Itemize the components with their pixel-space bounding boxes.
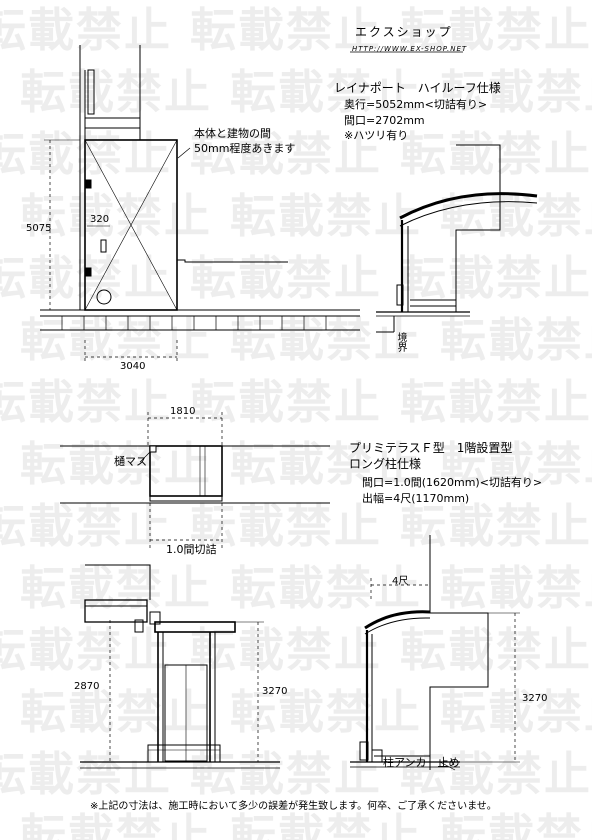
dim-3270-front: 3270 [262, 686, 288, 697]
carport-depth: 奥行=5052mm<切詰有り> [344, 98, 488, 111]
boundary-label: 境界 [395, 332, 406, 352]
cut-label: 1.0間切詰 [166, 543, 217, 556]
gutter-label: 樋マス [114, 455, 147, 468]
terrace-side-elevation [350, 535, 520, 770]
terrace-title-1: プリミテラスＦ型 1階設置型 [349, 441, 513, 455]
carport-side-view [376, 144, 538, 333]
dim-5075: 5075 [26, 223, 52, 234]
dim-2870: 2870 [74, 681, 100, 692]
dim-3040: 3040 [120, 361, 146, 372]
terrace-depth: 出幅=4尺(1170mm) [362, 492, 470, 505]
footer-note: ※上記の寸法は、施工時において多少の誤差が発生致します。何卒、ご了承くださいませ… [90, 801, 497, 812]
dim-320: 320 [90, 214, 110, 225]
carport-title: レイナポート ハイルーフ仕様 [334, 81, 501, 95]
dim-1810: 1810 [170, 406, 196, 417]
dim-4shaku: 4尺 [392, 576, 409, 587]
carport-plan [40, 45, 360, 362]
anchor-label: 柱アンカー止め [383, 756, 460, 769]
carport-width: 間口=2702mm [344, 114, 425, 127]
terrace-width: 間口=1.0間(1620mm)<切詰有り> [362, 476, 543, 489]
terrace-plan [60, 412, 330, 548]
dim-3270-side: 3270 [522, 693, 548, 704]
gap-note-line2: 50mm程度あきます [194, 142, 296, 155]
shop-url[interactable]: HTTP://WWW.EX-SHOP.NET [352, 45, 468, 53]
shop-name: エクスショップ [355, 25, 453, 39]
terrace-front-elevation [80, 564, 280, 769]
terrace-title-2: ロング柱仕様 [349, 457, 422, 471]
gap-note-line1: 本体と建物の間 [194, 127, 271, 140]
carport-note: ※ハツリ有り [344, 129, 409, 142]
